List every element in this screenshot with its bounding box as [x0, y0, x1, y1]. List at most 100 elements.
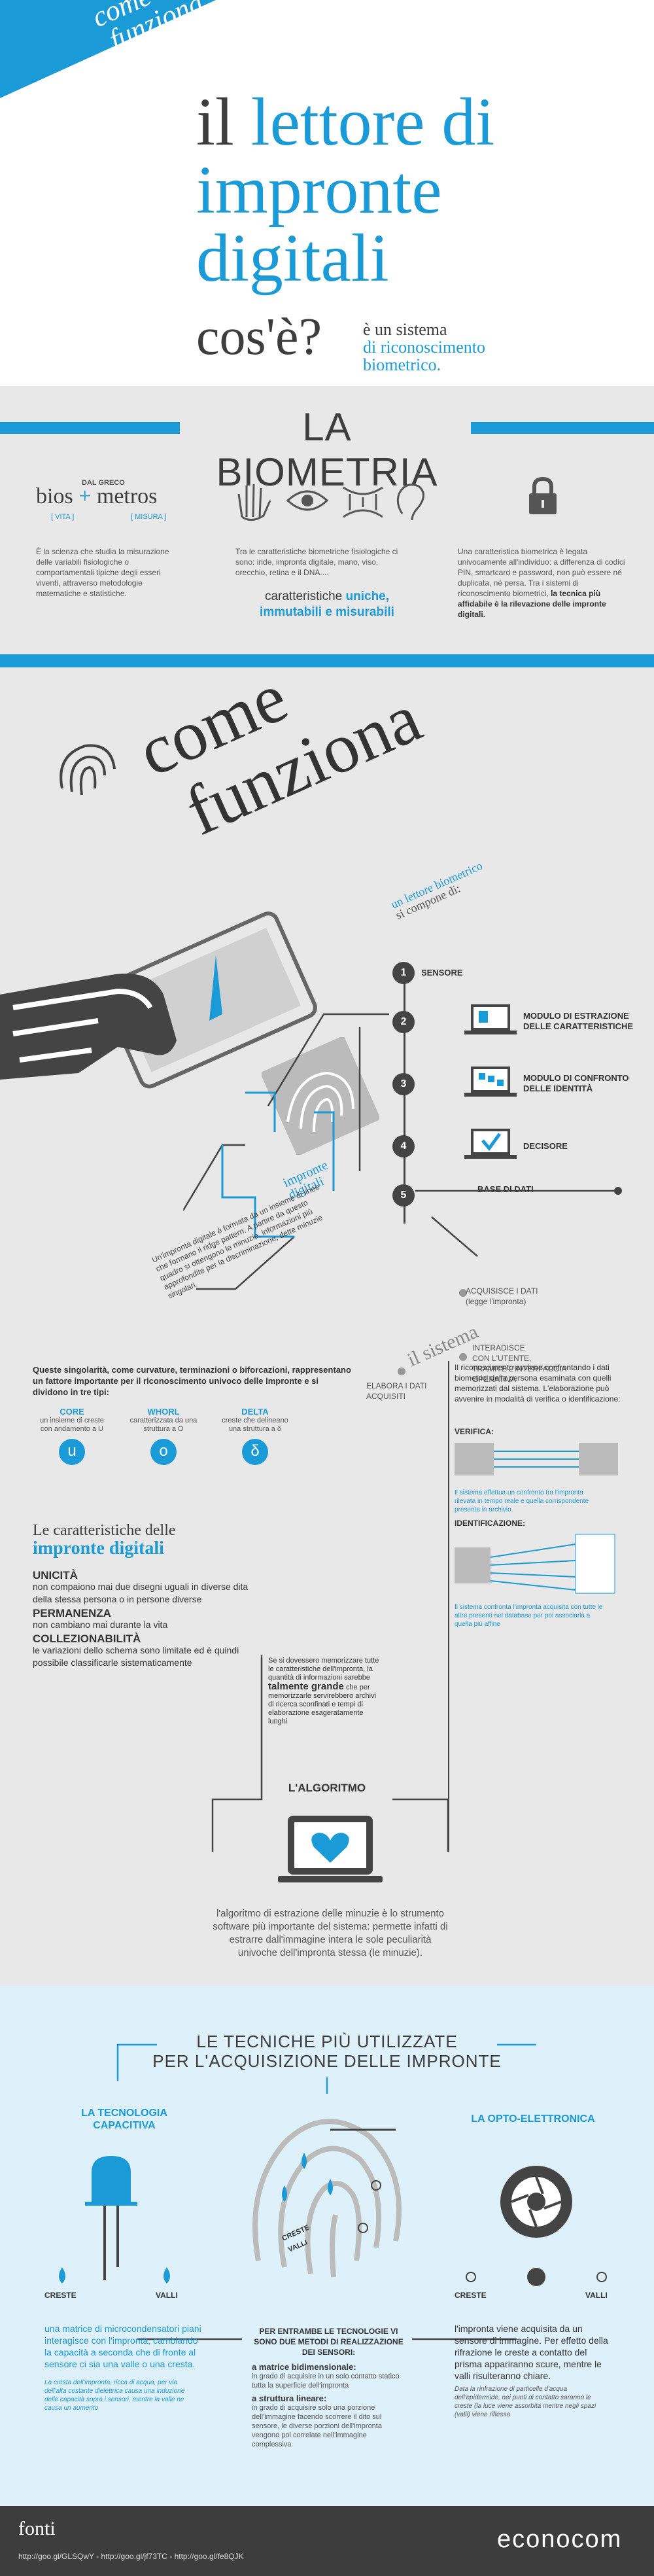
algoritmo-title: L'ALGORITMO — [288, 1782, 366, 1794]
answer-line3: biometrico. — [363, 355, 441, 374]
lock-icon — [529, 476, 557, 514]
step-label-3: MODULO DI CONFRONTO DELLE IDENTITÀ — [523, 1073, 629, 1093]
metros-word: metros — [96, 484, 158, 508]
cap-valli: VALLI — [156, 2291, 178, 2300]
collez-title: COLLEZIONABILITÀ — [33, 1632, 141, 1645]
cap-creste: CRESTE — [44, 2291, 77, 2300]
dna-icon — [343, 486, 383, 518]
vita-label: [ VITA ] — [51, 513, 75, 521]
step-num-2: 2 — [392, 1011, 415, 1033]
answer-line2: di riconoscimento — [363, 338, 486, 357]
cap-note: La cresta dell'impronta, ricca di acqua,… — [44, 2379, 185, 2412]
caratt-heading: Le caratteristiche delle impronte digita… — [33, 1521, 176, 1558]
tecniche-title: LE TECNICHE PIÙ UTILIZZATE PER L'ACQUISI… — [0, 2032, 654, 2071]
core-icon: u — [59, 1439, 85, 1465]
type-whorl-desc: caratterizzata da una struttura a O — [129, 1417, 198, 1433]
cap-title: LA TECNOLOGIA CAPACITIVA — [81, 2108, 167, 2131]
opto-creste: CRESTE — [455, 2291, 487, 2300]
sistema-interadisce: INTERADISCE CON L'UTENTE, TRAMITE L'INTE… — [472, 1343, 567, 1384]
biometria-section: LA BIOMETRIA DAL GRECO bios + metros [ V… — [0, 386, 654, 654]
bios-word: bios — [36, 484, 73, 508]
caratteristiche: caratteristiche uniche, immutabili e mis… — [235, 589, 419, 620]
fonti-links[interactable]: http://goo.gl/GLSQwY - http://goo.gl/jf7… — [18, 2552, 244, 2561]
reader-label: un lettore biometrico si compone di: — [389, 859, 489, 922]
eye-icon — [286, 490, 329, 511]
header-section: come funziona il lettore di impronte dig… — [0, 0, 654, 386]
hand-device-illustration — [0, 911, 317, 1089]
middle-title: PER ENTRAMBE LE TECNOLOGIE VI SONO DUE M… — [254, 2327, 404, 2357]
car-text3: immutabili e misurabili — [260, 605, 394, 619]
sistema-dot-2 — [459, 1353, 467, 1361]
car-text2: uniche, — [345, 590, 390, 603]
step-num-5: 5 — [392, 1184, 415, 1207]
algo-text: l'algoritmo di estrazione delle minuzie … — [213, 1908, 448, 1958]
caratt-line1: Le caratteristiche delle — [33, 1522, 176, 1539]
cap-drops — [59, 2267, 170, 2284]
memo-box: Se si dovessero memorizzare tutte le car… — [268, 1657, 379, 1726]
algo-lines — [211, 1655, 449, 1852]
ident-label: IDENTIFICAZIONE: — [455, 1519, 525, 1528]
fingerprint-small-icon — [60, 744, 116, 796]
collez-desc: le variazioni dello schema sono limitate… — [33, 1645, 239, 1668]
m1-title: a matrice bidimensionale: — [252, 2362, 356, 2372]
laptop-icon-4 — [464, 1129, 517, 1159]
car-text1: caratteristiche — [264, 590, 343, 603]
middle-box: PER ENTRAMBE LE TECNOLOGIE VI SONO DUE M… — [252, 2326, 405, 2449]
memo-text3: che per memorizzarle servirebbero archiv… — [268, 1684, 377, 1725]
type-whorl: WHORL caratterizzata da una struttura a … — [128, 1407, 199, 1465]
col3-text: Una caratteristica biometrica è legata u… — [458, 547, 625, 598]
funziona-section: come funziona un lettore biometrico si c… — [0, 658, 654, 1986]
opto-note: Data la rinfrazione di particelle d'acqu… — [455, 2386, 596, 2418]
laptop-heart-icon — [278, 1816, 383, 1882]
verifica-label: VERIFICA: — [455, 1427, 494, 1436]
step-3: 3 MODULO DI CONFRONTO DELLE IDENTITÀ — [392, 1067, 629, 1099]
whorl-icon: o — [150, 1439, 177, 1465]
step-4: 4 DECISORE — [392, 1129, 621, 1161]
sistema-acquisisce: ACQUISISCE I DATI (legge l'impronta) — [466, 1286, 538, 1306]
memo-text1: Se si dovessero memorizzare tutte le car… — [268, 1657, 379, 1682]
fonti-label: fonti — [18, 2518, 56, 2539]
verifica-desc: Il sistema effettua un confronto tra l'i… — [455, 1489, 589, 1513]
dal-greco: DAL GRECO — [82, 479, 125, 487]
title-il: il — [196, 84, 234, 160]
footer: fonti http://goo.gl/GLSQwY - http://goo.… — [0, 2506, 654, 2576]
step-2: 2 MODULO DI ESTRAZIONE DELLE CARATTERIST… — [392, 1004, 633, 1037]
opto-valli: VALLI — [585, 2291, 608, 2300]
unicita-title: UNICITÀ — [33, 1569, 78, 1581]
answer-line1: è un sistema — [363, 320, 447, 339]
laptop-icon-3 — [464, 1067, 517, 1097]
riconosc-line — [448, 1361, 449, 1852]
unicita-desc: non compaiono mai due disegni uguali in … — [33, 1581, 249, 1604]
brand-logo: econocom — [497, 2526, 623, 2553]
type-core-desc: un insieme di creste con andamento a U — [40, 1417, 104, 1433]
cose-heading: cos'è? — [196, 308, 322, 366]
biometric-icons — [237, 484, 424, 521]
title-lettore: lettore di — [250, 84, 495, 160]
opto-desc: l'impronta viene acquisita da un sensore… — [455, 2323, 608, 2381]
biometria-col1: È la scienza che studia la misurazione d… — [36, 547, 169, 598]
caratt-line2: impronte digitali — [33, 1538, 164, 1559]
sistema-dot-1 — [459, 1289, 467, 1297]
capacitor-icon — [85, 2156, 137, 2280]
riconosc-text: Il riconoscimento avviene confrontando i… — [455, 1363, 621, 1403]
step-line — [404, 975, 405, 1224]
ident-diagram — [455, 1534, 615, 1594]
corner-triangle — [0, 0, 216, 98]
bios-metros: bios + metros — [36, 484, 157, 509]
type-delta-name: DELTA — [241, 1407, 269, 1417]
col3-bold: la tecnica più affidabile è la rilevazio… — [458, 589, 606, 619]
cose-answer: è un sistema di riconoscimento biometric… — [363, 321, 485, 374]
permanenza-title: PERMANENZA — [33, 1607, 111, 1619]
opto-title: LA OPTO-ELETTRONICA — [471, 2113, 595, 2125]
tecniche-lines — [116, 2043, 536, 2340]
opto-light-icons — [466, 2268, 607, 2286]
camera-aperture-icon — [500, 2166, 572, 2238]
type-whorl-name: WHORL — [147, 1407, 180, 1417]
type-core: CORE un insieme di creste con andamento … — [36, 1407, 108, 1465]
type-delta: DELTA creste che delineano una struttura… — [219, 1407, 291, 1465]
step-num-1: 1 — [392, 962, 415, 984]
delta-icon: δ — [242, 1439, 268, 1465]
tecniche-section: LE TECNICHE PIÙ UTILIZZATE PER L'ACQUISI… — [0, 1986, 654, 2506]
ident-desc: Il sistema confronta l'impronta acquisit… — [455, 1604, 603, 1628]
m2-title: a struttura lineare: — [252, 2393, 327, 2403]
